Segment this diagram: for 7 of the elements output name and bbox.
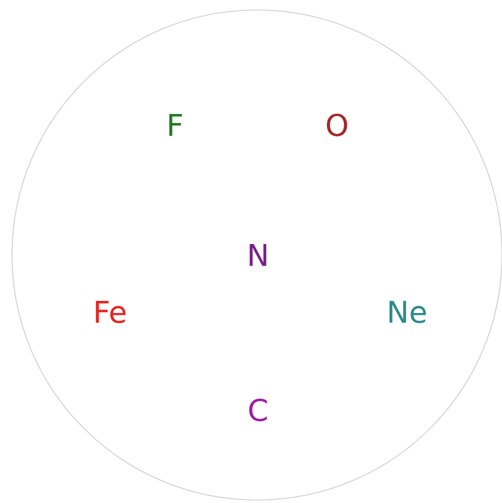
circle — [12, 10, 502, 500]
element-symbol: F — [169, 114, 182, 136]
element-symbol: Fe — [96, 300, 126, 324]
element-symbol: Ne — [390, 300, 426, 324]
element-symbol: O — [326, 114, 348, 136]
element-symbol: C — [249, 398, 267, 422]
element-symbol: N — [250, 244, 266, 266]
